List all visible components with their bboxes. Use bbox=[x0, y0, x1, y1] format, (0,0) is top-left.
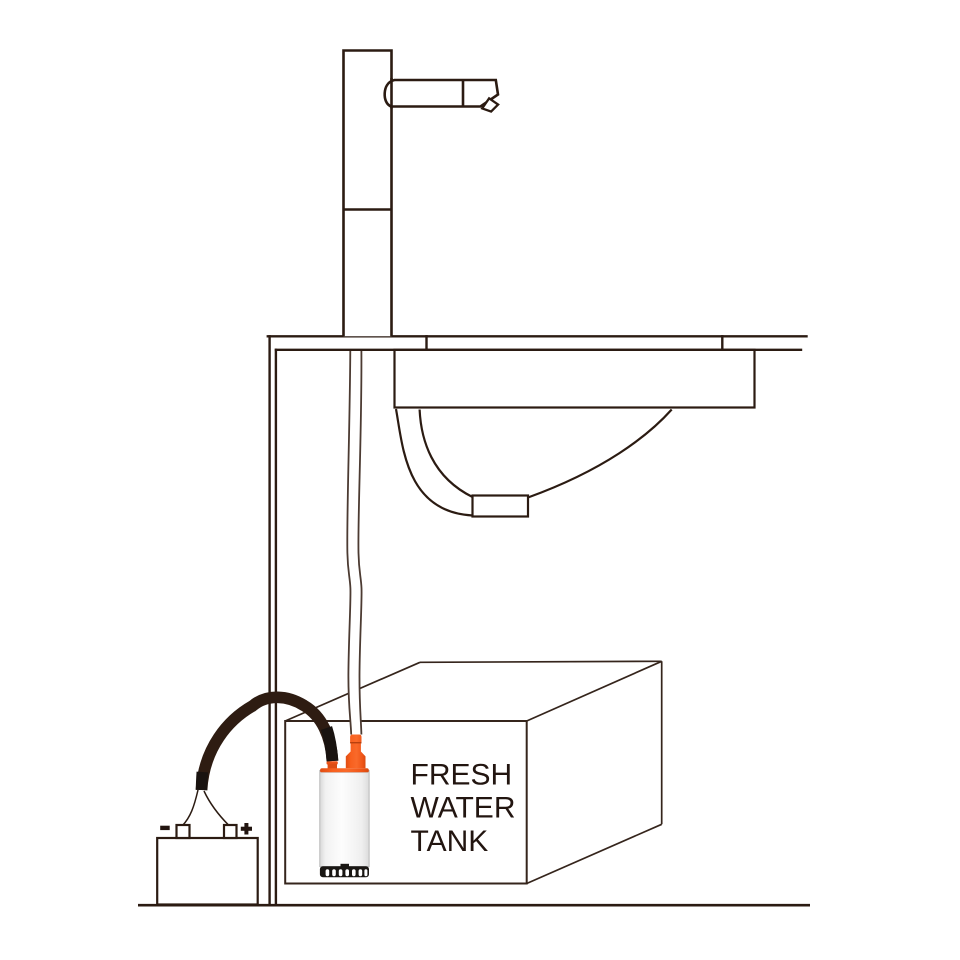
svg-text:WATER: WATER bbox=[411, 792, 516, 825]
svg-text:TANK: TANK bbox=[411, 825, 489, 858]
svg-text:FRESH: FRESH bbox=[411, 758, 513, 791]
